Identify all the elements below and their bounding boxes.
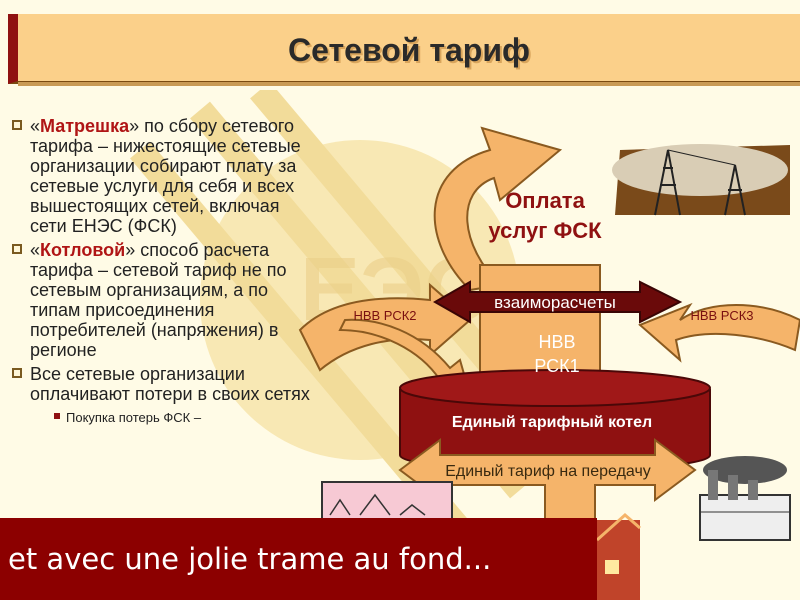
bullet-losses: Все сетевые организации оплачивают потер… [10, 364, 310, 404]
bullet-bold-term: Матрешка [40, 116, 130, 136]
bullet-list: «Матрешка» по сбору сетевого тарифа – ни… [10, 116, 310, 428]
bullet-matreshka: «Матрешка» по сбору сетевого тарифа – ни… [10, 116, 310, 236]
settlements-label: взаиморасчеты [494, 293, 616, 312]
fsk-payment-line1: Оплата [505, 188, 585, 213]
single-tariff-label: Единый тариф на передачу [445, 463, 651, 480]
nvv-rsk1-line1: НВВ [538, 332, 575, 352]
settlements-arrow [432, 280, 683, 324]
title-bar-shadow [18, 82, 800, 86]
city-icon [321, 481, 453, 523]
nvv-rsk1-column [479, 264, 601, 386]
factory-icon [699, 456, 791, 541]
page-title: Сетевой тариф [288, 32, 530, 68]
caption-overlay: et avec une jolie trame au fond... [0, 518, 597, 600]
sub-bullet: Покупка потерь ФСК – [10, 408, 310, 428]
boiler-top [399, 369, 711, 407]
nvv-rsk1-line2: РСК1 [534, 356, 579, 376]
rsk3-arrow [638, 302, 800, 363]
bullet-kotlovoy: «Котловой» способ расчета тарифа – сетев… [10, 240, 310, 360]
fsk-curved-arrow [433, 126, 563, 292]
nvv-rsk2-label: НВВ РСК2 [353, 308, 416, 323]
power-tower-icon [612, 144, 790, 216]
square-bullet-icon [54, 413, 60, 419]
bullet-bold-term: Котловой [40, 240, 126, 260]
fsk-payment-line2: услуг ФСК [488, 218, 602, 243]
boiler-label: Единый тарифный котел [452, 414, 652, 431]
checkbox-bullet-icon [12, 120, 22, 130]
single-tariff-arrow [398, 438, 697, 521]
nvv-rsk3-label: НВВ РСК3 [690, 308, 753, 323]
title-bar: Сетевой тариф [8, 14, 800, 84]
house-icon [596, 513, 641, 600]
checkbox-bullet-icon [12, 244, 22, 254]
checkbox-bullet-icon [12, 368, 22, 378]
